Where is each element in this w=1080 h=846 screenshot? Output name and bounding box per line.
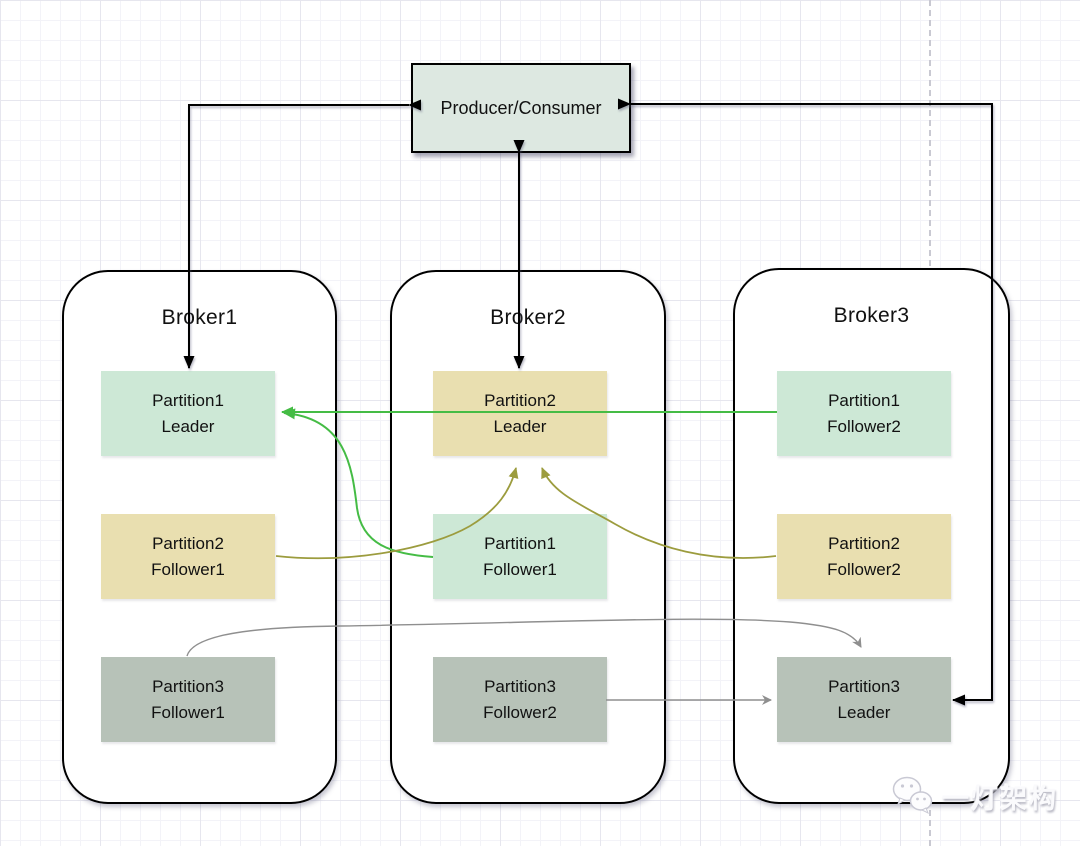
watermark: 一灯架构: [890, 775, 1058, 817]
partition-role: Leader: [493, 416, 547, 436]
partition-box-broker3-partition2-follower2: Partition2 Follower2: [777, 514, 951, 599]
partition-box-broker2-partition1-follower1: Partition1 Follower1: [433, 514, 607, 599]
partition-name: Partition2: [152, 533, 224, 553]
partition-role: Follower2: [827, 559, 901, 579]
partition-name: Partition3: [484, 676, 556, 696]
partition-box-broker3-partition1-follower2: Partition1 Follower2: [777, 371, 951, 456]
broker1-title: Broker1: [161, 306, 238, 329]
partition-name: Partition1: [152, 390, 224, 410]
partition-role: Follower1: [151, 559, 225, 579]
partition-box-broker1-partition2-follower1: Partition2 Follower1: [101, 514, 275, 599]
producer-consumer-box: Producer/Consumer: [411, 63, 631, 153]
producer-consumer-label: Producer/Consumer: [440, 97, 602, 118]
partition-box-broker3-partition3-leader: Partition3 Leader: [777, 657, 951, 742]
partition-box-broker1-partition1-leader: Partition1 Leader: [101, 371, 275, 456]
broker3-title: Broker3: [833, 304, 910, 327]
partition-role: Follower2: [483, 702, 557, 722]
partition-name: Partition1: [484, 533, 556, 553]
wechat-icon: [892, 776, 933, 815]
partition-box-broker2-partition2-leader: Partition2 Leader: [433, 371, 607, 456]
partition-name: Partition2: [828, 533, 900, 553]
partition-name: Partition3: [152, 676, 224, 696]
partition-name: Partition2: [484, 390, 556, 410]
broker2-title: Broker2: [490, 306, 566, 329]
watermark-text: 一灯架构: [942, 783, 1058, 814]
partition-box-broker2-partition3-follower2: Partition3 Follower2: [433, 657, 607, 742]
partition-name: Partition3: [828, 676, 900, 696]
partition-role: Follower1: [151, 702, 225, 722]
partition-role: Follower2: [827, 416, 901, 436]
partition-name: Partition1: [828, 390, 900, 410]
partition-role: Leader: [837, 702, 891, 722]
partition-role: Leader: [161, 416, 215, 436]
partition-box-broker1-partition3-follower1: Partition3 Follower1: [101, 657, 275, 742]
partition-role: Follower1: [483, 559, 557, 579]
